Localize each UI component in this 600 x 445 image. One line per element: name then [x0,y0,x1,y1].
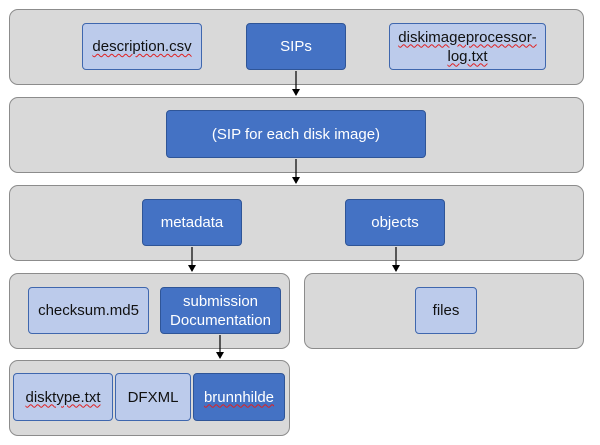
description-csv-label: description.csv [92,38,192,55]
diskimageprocessor-log-label-line1: diskimageprocessor- [398,28,537,46]
description-csv-node: description.csv [82,23,202,70]
disktype-txt-node: disktype.txt [13,373,113,421]
metadata-node: metadata [142,199,242,246]
files-label: files [432,302,460,319]
brunnhilde-label: brunnhilde [203,388,275,406]
sip-each-disk-image-label: (SIP for each disk image) [211,125,381,143]
metadata-label: metadata [160,214,224,231]
checksum-md5-label: checksum.md5 [38,302,139,319]
diskimageprocessor-log-label-line2: log.txt [447,47,488,65]
dfxml-node: DFXML [115,373,191,421]
sip-each-disk-image-node: (SIP for each disk image) [166,110,426,158]
disktype-txt-label: disktype.txt [25,388,101,406]
brunnhilde-node: brunnhilde [193,373,285,421]
submission-documentation-node: submission Documentation [160,287,281,334]
files-node: files [415,287,477,334]
dfxml-label: DFXML [127,388,179,406]
objects-label: objects [371,214,419,231]
sips-node: SIPs [246,23,346,70]
submission-documentation-label-line2: Documentation [170,311,271,329]
sips-label: SIPs [280,38,312,55]
panel-sip-contents-level [9,185,584,261]
submission-documentation-label-line1: submission [182,292,259,310]
objects-node: objects [345,199,445,246]
checksum-md5-node: checksum.md5 [28,287,149,334]
diskimageprocessor-log-node: diskimageprocessor- log.txt [389,23,546,70]
